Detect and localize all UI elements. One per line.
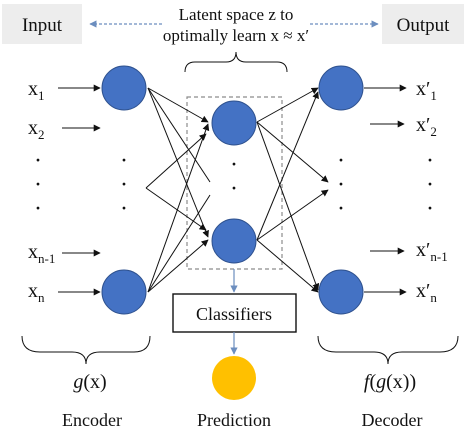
latent-node-top [211,100,257,146]
encoder-node-bottom [101,269,147,315]
output-xn-1: x′n-1 [416,239,448,264]
prediction-node [212,356,256,400]
decoder-label: Decoder [362,410,423,430]
input-x2: x2 [28,117,45,142]
svg-text:·: · [120,172,128,198]
input-x1: x1 [28,78,45,103]
input-xn-1: xn-1 [28,241,55,266]
output-x1: x′1 [416,78,437,103]
decoder-brace [317,335,459,365]
latent-brace [184,51,288,73]
classifiers-label: Classifiers [196,304,272,324]
svg-text:·: · [34,196,42,222]
svg-text:·: · [426,196,434,222]
decoder-node-bottom [318,269,364,315]
encoder-label: Encoder [62,410,122,430]
latent-text-line1: Latent space z to [179,5,294,24]
svg-text:·: · [337,172,345,198]
latent-text-line2: optimally learn x ≈ x′ [163,26,309,45]
svg-text:·: · [34,172,42,198]
input-label-box [2,4,82,44]
svg-text:·: · [230,176,238,202]
svg-text:·: · [337,196,345,222]
prediction-label: Prediction [197,410,271,430]
latent-node-bottom [211,218,257,264]
decoder-node-top [318,65,364,111]
svg-text:·: · [337,148,345,174]
input-xn: xn [28,280,45,305]
output-x2: x′2 [416,114,437,139]
classifiers-box [172,293,297,333]
input-label: Input [22,15,63,36]
output-label: Output [397,15,451,36]
svg-text:·: · [426,172,434,198]
svg-text:·: · [120,148,128,174]
svg-text:·: · [230,152,238,178]
svg-text:·: · [34,148,42,174]
decoder-function: f(g(x)) [364,371,416,393]
output-label-box [382,4,464,44]
encoder-brace [21,335,151,365]
connections [58,84,407,296]
svg-text:·: · [120,196,128,222]
encoder-function: g(x) [73,371,106,393]
output-xn: x′n [416,280,437,305]
ellipsis-dots: · · · · · · · · · · · · · · [34,148,434,222]
encoder-node-top [101,65,147,111]
svg-text:·: · [426,148,434,174]
